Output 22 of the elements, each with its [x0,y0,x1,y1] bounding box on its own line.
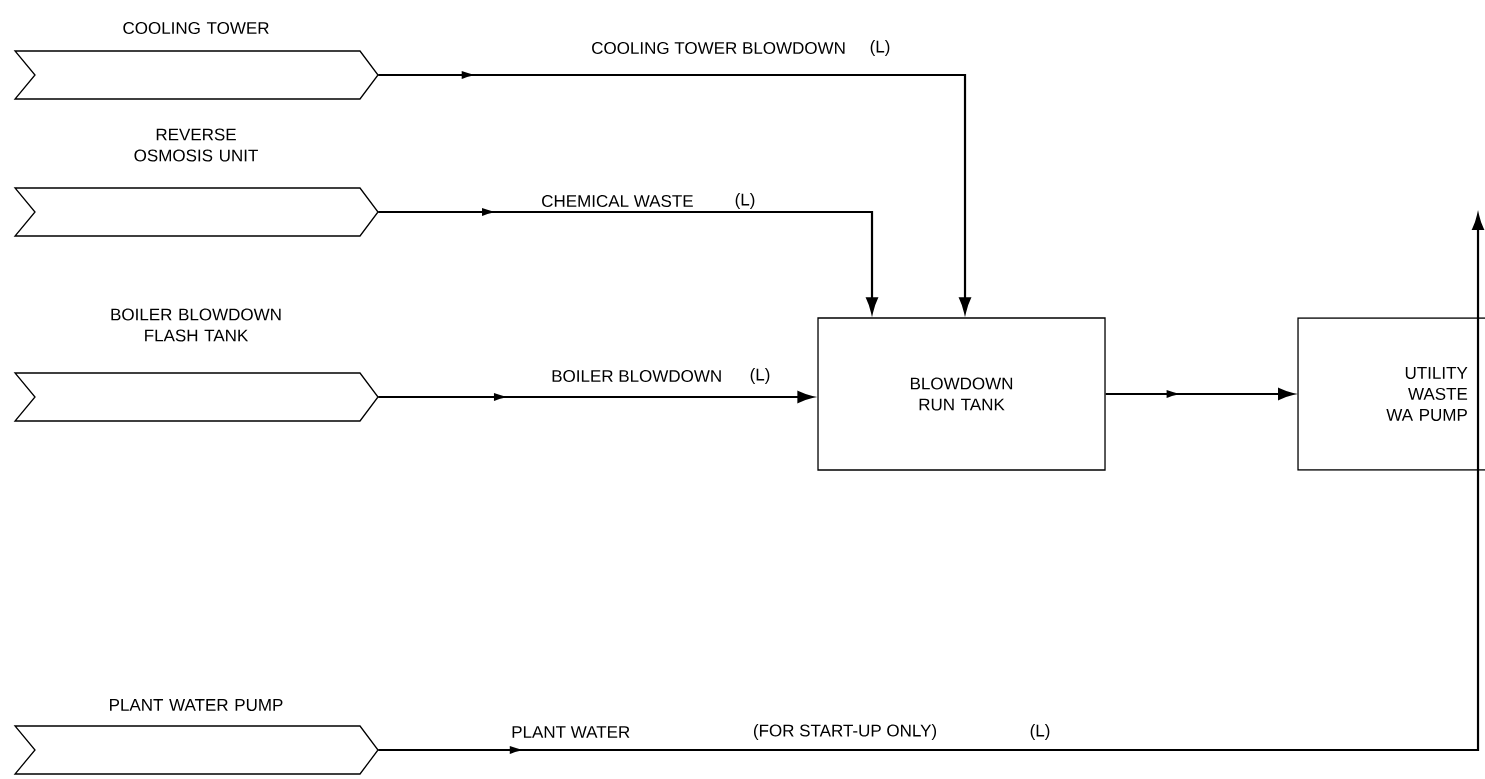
flow-line [378,391,814,403]
node-label: COOLING TOWER [123,21,269,35]
line-note: (L) [735,193,755,209]
off-page-connector: BOILER BLOWDOWN FLASH TANK [13,308,379,422]
off-page-connector: REVERSE OSMOSIS UNIT [13,128,379,237]
edge-label: PLANT WATER [512,726,630,738]
node-label: BOILER BLOWDOWN FLASH TANK [111,308,281,342]
flow-line [378,71,971,314]
line-note: (L) [750,368,770,384]
line-note: (FOR START-UP ONLY) [753,724,937,740]
edge-label: CHEMICAL WASTE [542,195,693,208]
pump-box: UTILITY WASTE WA PUMP [1297,317,1485,471]
off-page-connector: COOLING TOWER [13,22,379,100]
tank-box: BLOWDOWN RUN TANK [817,317,1106,471]
edge-label: COOLING TOWER BLOWDOWN [592,42,845,55]
node-label: PLANT WATER PUMP [110,699,283,711]
off-page-connector: PLANT WATER PUMP [13,699,379,775]
node-label: REVERSE OSMOSIS UNIT [134,128,258,162]
line-note: (L) [1030,724,1050,740]
edge-label: BOILER BLOWDOWN [552,370,721,383]
flow-line [378,208,878,314]
line-note: (L) [870,40,890,56]
